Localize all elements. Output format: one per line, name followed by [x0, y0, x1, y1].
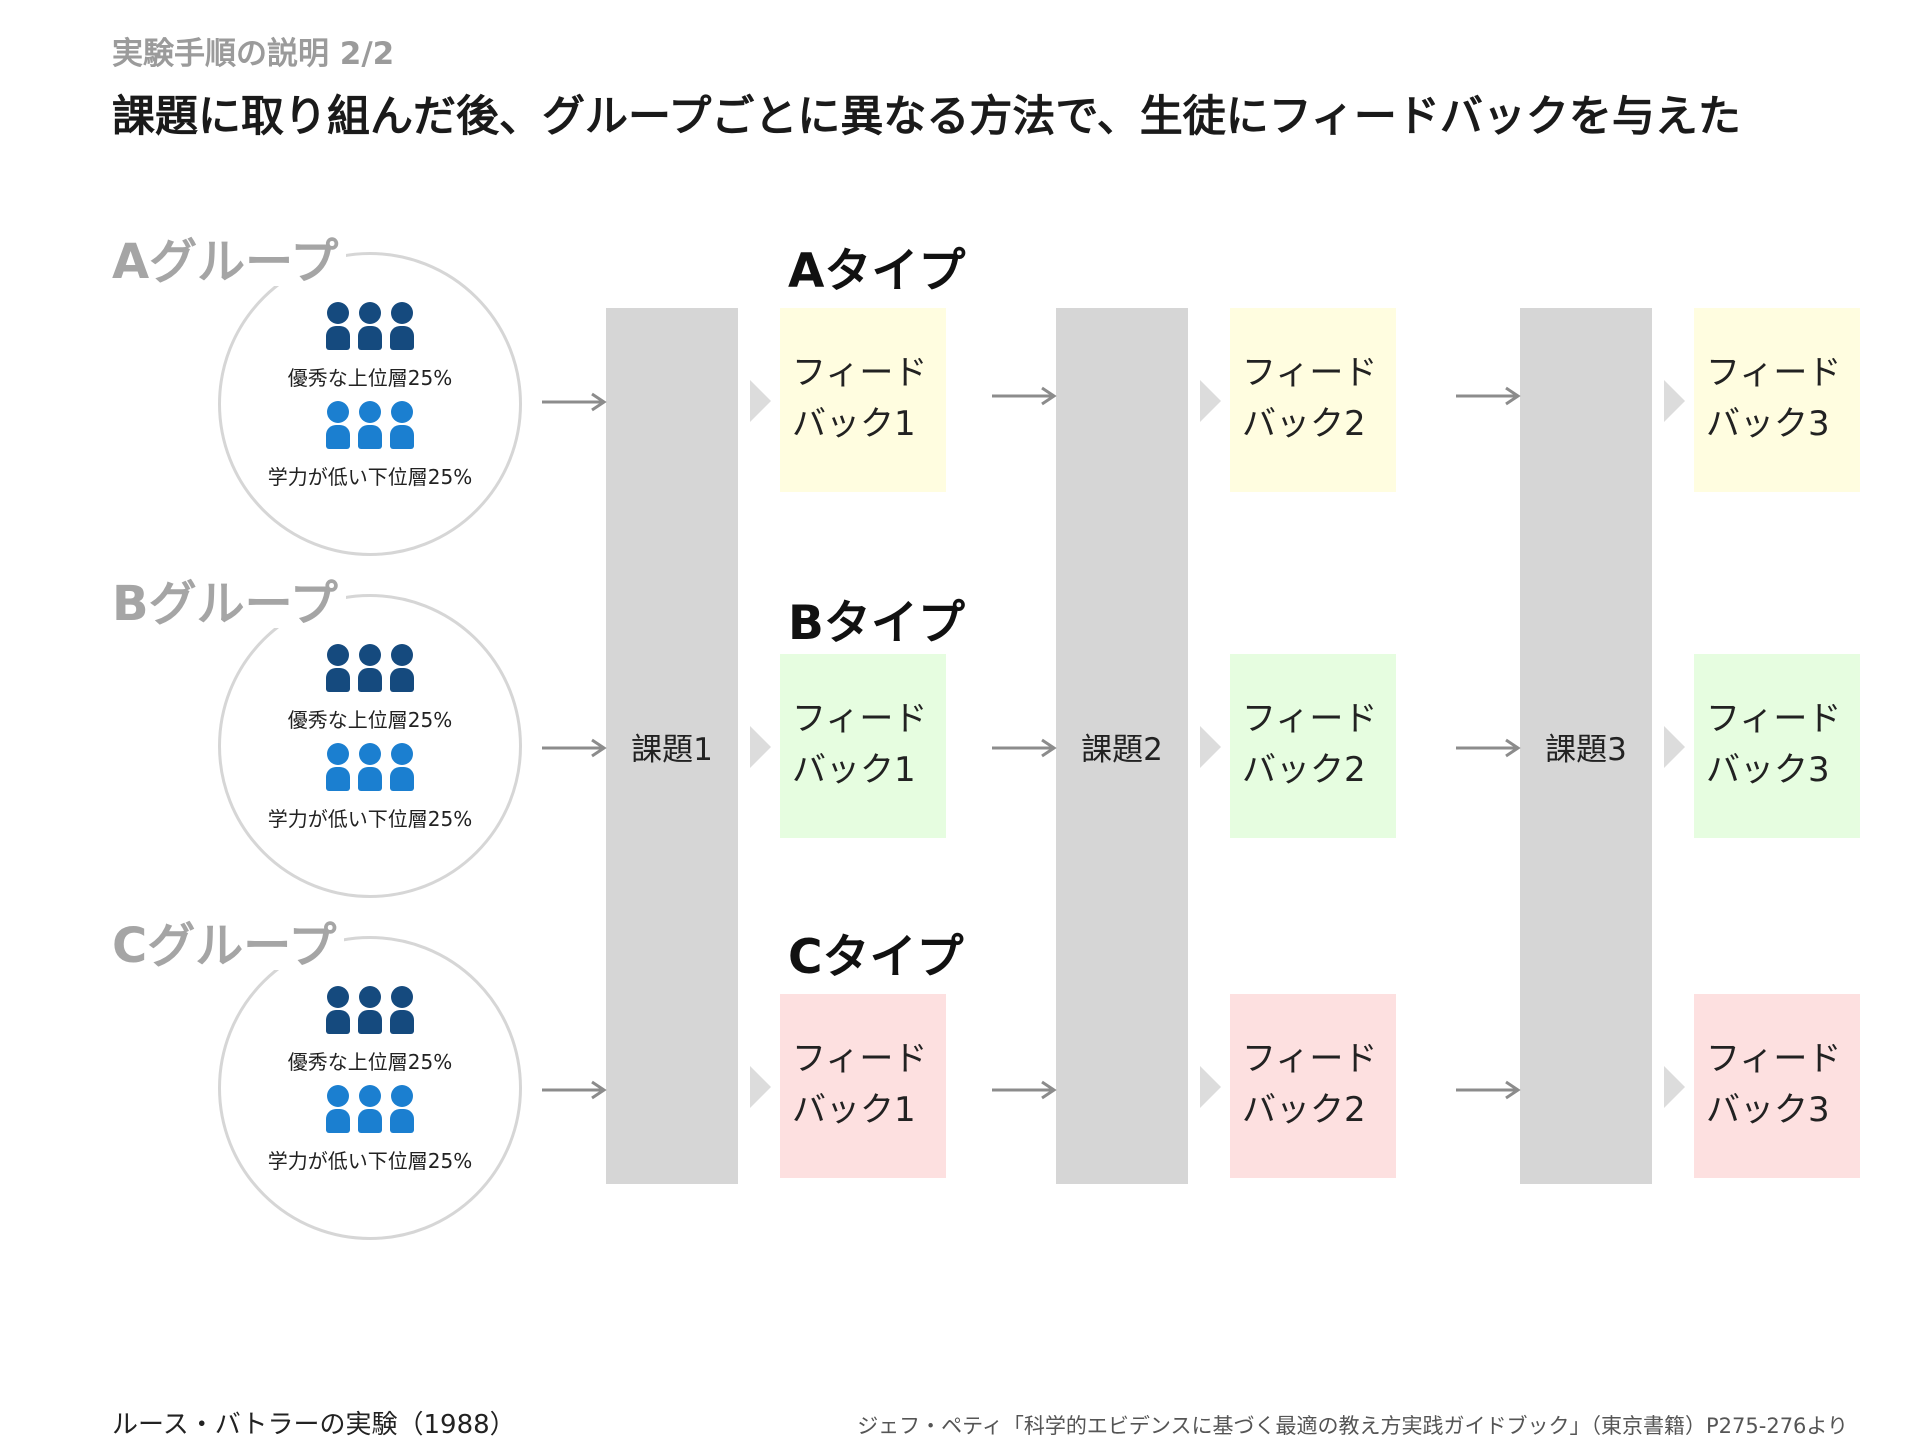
- feedback-line2: バック3: [1706, 1090, 1830, 1130]
- feedback-a1-box: フィード バック1: [780, 308, 946, 492]
- bottom-students-icon: [218, 743, 522, 791]
- feedback-line1: フィード: [792, 353, 928, 393]
- task-2-label: 課題2: [1081, 731, 1163, 768]
- slide-subtitle: 実験手順の説明 2/2: [112, 36, 395, 72]
- top-students-caption: 優秀な上位層25%: [287, 1050, 453, 1074]
- bottom-students-icon: [218, 401, 522, 449]
- bottom-students-caption: 学力が低い下位層25%: [267, 1149, 473, 1173]
- feedback-c1-box: フィード バック1: [780, 994, 946, 1178]
- triangle-right-icon: [750, 1066, 771, 1108]
- experiment-citation: ルース・バトラーの実験（1988）: [112, 1410, 516, 1440]
- feedback-a2-box: フィード バック2: [1230, 308, 1396, 492]
- bottom-students-caption: 学力が低い下位層25%: [267, 807, 473, 831]
- triangle-right-icon: [750, 380, 771, 422]
- task-1-label: 課題1: [631, 731, 713, 768]
- feedback-line2: バック2: [1242, 404, 1366, 444]
- feedback-line2: バック3: [1706, 404, 1830, 444]
- bottom-students-icon: [218, 1085, 522, 1133]
- triangle-right-icon: [1200, 380, 1221, 422]
- group-b-label: Bグループ: [112, 580, 346, 628]
- feedback-line2: バック1: [792, 1090, 916, 1130]
- arrow-right-icon: [1456, 386, 1521, 406]
- arrow-right-icon: [542, 1080, 607, 1100]
- arrow-right-icon: [542, 738, 607, 758]
- feedback-a3-box: フィード バック3: [1694, 308, 1860, 492]
- feedback-line2: バック2: [1242, 750, 1366, 790]
- arrow-right-icon: [1456, 1080, 1521, 1100]
- arrow-right-icon: [992, 386, 1057, 406]
- arrow-right-icon: [992, 738, 1057, 758]
- group-a-label: Aグループ: [112, 238, 347, 286]
- triangle-right-icon: [750, 726, 771, 768]
- feedback-line2: バック1: [792, 404, 916, 444]
- feedback-line1: フィード: [1242, 353, 1378, 393]
- feedback-line1: フィード: [792, 699, 928, 739]
- bottom-students-caption: 学力が低い下位層25%: [267, 465, 473, 489]
- feedback-line1: フィード: [792, 1039, 928, 1079]
- source-citation: ジェフ・ペティ「科学的エビデンスに基づく最適の教え方実践ガイドブック」（東京書籍…: [857, 1414, 1848, 1438]
- group-a-members: 優秀な上位層25% 学力が低い下位層25%: [218, 302, 522, 490]
- task-3-column: 課題3: [1520, 308, 1652, 1184]
- feedback-line1: フィード: [1706, 699, 1842, 739]
- feedback-c3-box: フィード バック3: [1694, 994, 1860, 1178]
- task-1-column: 課題1: [606, 308, 738, 1184]
- group-c-circle: [218, 936, 522, 1240]
- arrow-right-icon: [1456, 738, 1521, 758]
- feedback-line1: フィード: [1242, 699, 1378, 739]
- group-b-circle: [218, 594, 522, 898]
- triangle-right-icon: [1200, 1066, 1221, 1108]
- top-students-icon: [218, 302, 522, 350]
- feedback-c2-box: フィード バック2: [1230, 994, 1396, 1178]
- feedback-line1: フィード: [1706, 1039, 1842, 1079]
- type-c-label: Cタイプ: [788, 930, 964, 985]
- triangle-right-icon: [1200, 726, 1221, 768]
- triangle-right-icon: [1664, 380, 1685, 422]
- top-students-icon: [218, 986, 522, 1034]
- feedback-line2: バック3: [1706, 750, 1830, 790]
- top-students-caption: 優秀な上位層25%: [287, 708, 453, 732]
- feedback-b3-box: フィード バック3: [1694, 654, 1860, 838]
- slide-title: 課題に取り組んだ後、グループごとに異なる方法で、生徒にフィードバックを与えた: [112, 92, 1741, 142]
- feedback-b2-box: フィード バック2: [1230, 654, 1396, 838]
- type-b-label: Bタイプ: [788, 596, 965, 651]
- triangle-right-icon: [1664, 726, 1685, 768]
- top-students-icon: [218, 644, 522, 692]
- group-b-members: 優秀な上位層25% 学力が低い下位層25%: [218, 644, 522, 832]
- top-students-caption: 優秀な上位層25%: [287, 366, 453, 390]
- feedback-b1-box: フィード バック1: [780, 654, 946, 838]
- task-2-column: 課題2: [1056, 308, 1188, 1184]
- feedback-line2: バック2: [1242, 1090, 1366, 1130]
- triangle-right-icon: [1664, 1066, 1685, 1108]
- feedback-line2: バック1: [792, 750, 916, 790]
- arrow-right-icon: [992, 1080, 1057, 1100]
- feedback-line1: フィード: [1242, 1039, 1378, 1079]
- task-3-label: 課題3: [1545, 731, 1627, 768]
- arrow-right-icon: [542, 392, 607, 412]
- type-a-label: Aタイプ: [788, 244, 966, 299]
- group-c-label: Cグループ: [112, 922, 345, 970]
- group-c-members: 優秀な上位層25% 学力が低い下位層25%: [218, 986, 522, 1174]
- group-a-circle: [218, 252, 522, 556]
- feedback-line1: フィード: [1706, 353, 1842, 393]
